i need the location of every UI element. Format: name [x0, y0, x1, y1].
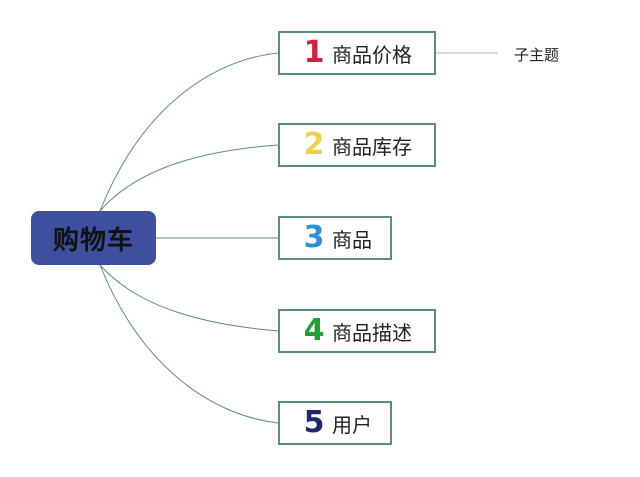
central-topic[interactable]: 购物车	[31, 211, 156, 265]
topic-number-5: 5	[303, 405, 325, 440]
topic-number-4: 4	[303, 313, 325, 348]
topic-node-4[interactable]: 4 商品描述	[278, 309, 436, 353]
topic-label-3: 商品	[332, 227, 372, 252]
topic-node-2[interactable]: 2 商品库存	[278, 123, 436, 167]
topic-number-2: 2	[303, 127, 325, 162]
topic-node-5[interactable]: 5 用户	[278, 401, 392, 445]
connector-4	[99, 264, 279, 332]
topic-label-1: 商品价格	[332, 42, 412, 67]
topic-node-3[interactable]: 3 商品	[278, 216, 392, 260]
central-topic-label: 购物车	[52, 225, 134, 256]
connector-2	[99, 144, 279, 212]
subtopic-label[interactable]: 子主题	[514, 46, 560, 64]
topic-label-4: 商品描述	[332, 320, 412, 345]
topic-number-3: 3	[303, 220, 325, 255]
topic-node-1[interactable]: 1 商品价格	[278, 31, 436, 75]
topic-label-2: 商品库存	[332, 134, 412, 159]
topic-number-1: 1	[303, 35, 325, 70]
connector-5	[99, 264, 279, 424]
connector-1	[99, 52, 279, 212]
topic-label-5: 用户	[332, 412, 372, 437]
